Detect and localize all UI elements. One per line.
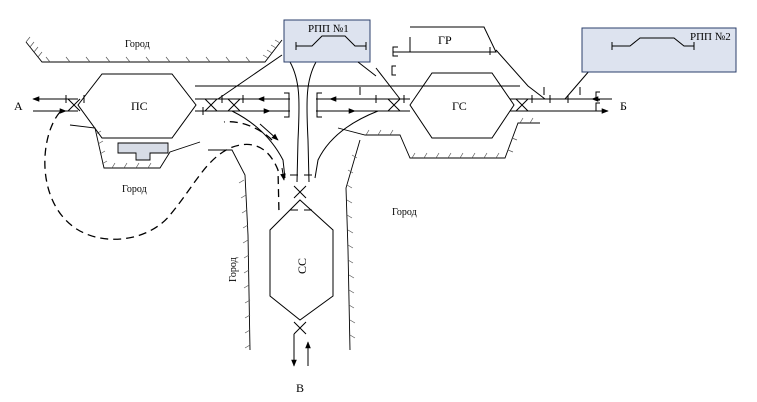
city-hatching: [25, 36, 534, 349]
connector-gs-ss-right: [306, 61, 317, 183]
bypass-arrow-head: [259, 123, 279, 141]
station-ss-outline: [269, 199, 334, 321]
connector-gr-diag: [495, 49, 546, 100]
ss-switch-crosses: [290, 174, 312, 335]
ps-switch-crosses: [65, 95, 244, 115]
connector-gs-diag-up: [375, 67, 401, 100]
station-gr: [392, 26, 497, 57]
rpp1-label: РПП №1: [308, 23, 349, 35]
station-ss-label: СС: [295, 258, 309, 274]
connector-rpp2-diag: [564, 69, 591, 100]
city-label-top: Город: [125, 39, 150, 50]
ps-platform: [117, 142, 169, 161]
station-ps-label: ПС: [131, 99, 148, 113]
city-label-right: Город: [392, 207, 417, 218]
connector-ps-ss-left: [289, 61, 300, 183]
connector-ps-curve-down: [231, 110, 286, 179]
bypass-ps-local: [223, 121, 273, 141]
bypass-routes: [44, 111, 280, 240]
city-boundaries: [25, 39, 540, 351]
ss-left-arrow-head: [280, 167, 286, 181]
rpp1-panel: [283, 19, 377, 77]
station-gs-label: ГС: [452, 99, 467, 113]
city-label-left-vertical: Город: [228, 257, 239, 282]
junction-connectors: [195, 49, 591, 183]
node-b-label: Б: [620, 99, 627, 113]
track-end-stops: [284, 65, 600, 118]
bypass-a-to-ss: [44, 111, 280, 240]
connector-gs-curve-down: [314, 110, 379, 179]
direction-arrows: [32, 96, 612, 114]
connector-ps-diag-up: [217, 54, 283, 100]
city-boundary-ps-bottom: [69, 124, 201, 169]
city-boundary-ss-right: [345, 139, 361, 351]
rpp2-panel: [581, 27, 737, 73]
rpp2-label: РПП №2: [690, 31, 731, 43]
gs-switch-crosses: [359, 87, 581, 112]
station-gs-outline: [409, 72, 515, 139]
node-v-label: В: [296, 381, 304, 395]
city-boundary-gs-bottom: [337, 122, 540, 159]
city-boundary-ss-left: [208, 149, 251, 351]
station-ps-outline: [77, 73, 197, 139]
city-label-bottom: Город: [122, 184, 147, 195]
station-gr-label: ГР: [438, 33, 452, 47]
city-boundary-top-left: [25, 39, 283, 63]
node-a-label: А: [14, 99, 23, 113]
ss-exit-tracks: [291, 334, 311, 367]
